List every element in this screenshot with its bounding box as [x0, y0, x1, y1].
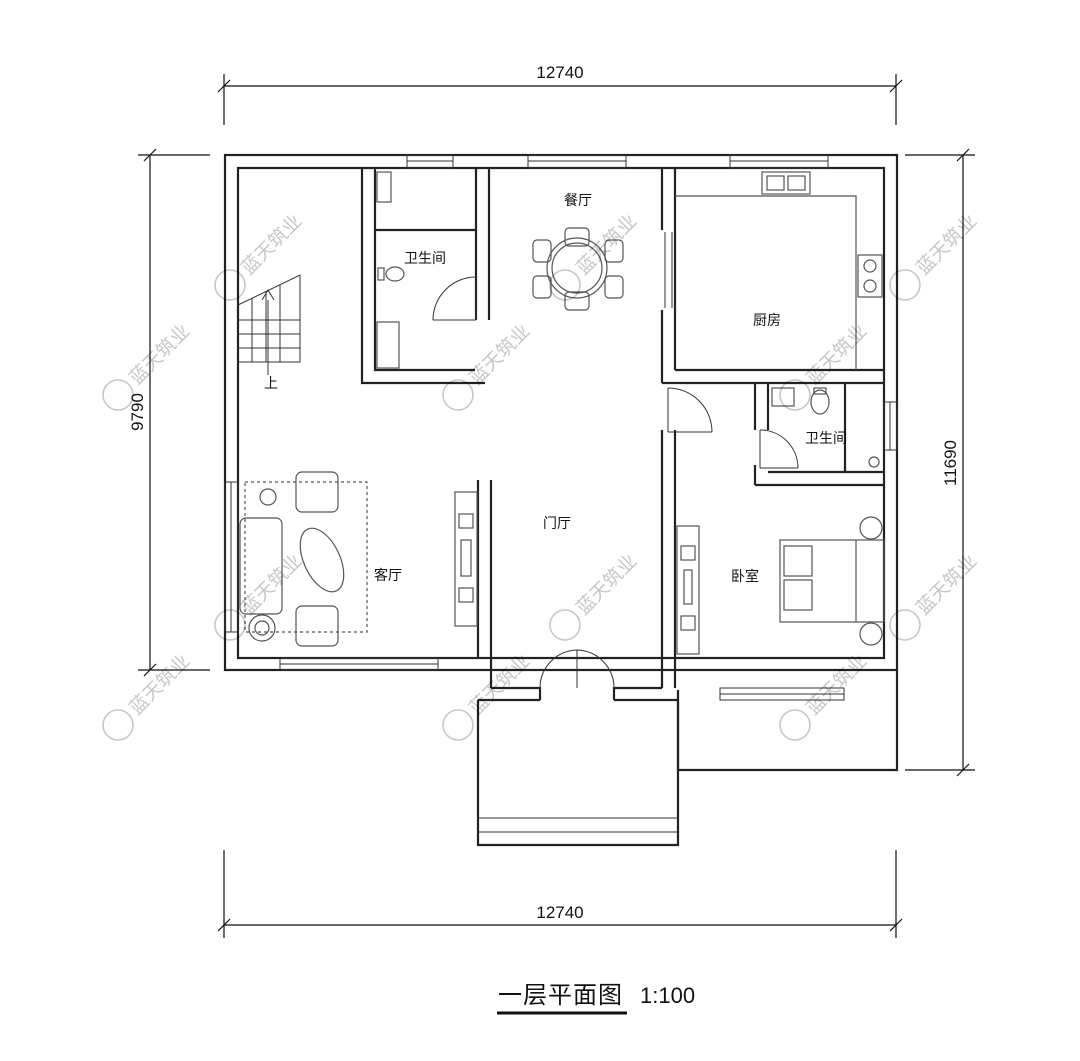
watermark-stamp: 蓝天筑业 — [214, 550, 306, 641]
bedroom-furniture — [676, 516, 885, 655]
watermark-logo-icon — [214, 609, 246, 641]
watermark-text: 蓝天筑业 — [912, 210, 981, 279]
dimension-right: 11690 — [905, 148, 975, 777]
watermark-text: 蓝天筑业 — [465, 320, 534, 389]
plan-title: 一层平面图 — [498, 981, 623, 1009]
bottom-width-label: 12740 — [536, 903, 583, 922]
dining-table — [532, 227, 624, 311]
watermark-logo-icon — [549, 609, 581, 641]
watermark-stamp: 蓝天筑业 — [889, 210, 981, 301]
watermark-stamp: 蓝天筑业 — [102, 650, 194, 741]
watermark-text: 蓝天筑业 — [465, 650, 534, 719]
watermark-text: 蓝天筑业 — [237, 550, 306, 619]
watermark-text: 蓝天筑业 — [237, 210, 306, 279]
watermark-logo-icon — [549, 269, 581, 301]
right-depth-label: 11690 — [941, 440, 960, 486]
exterior-walls — [223, 153, 899, 772]
top-width-label: 12740 — [536, 63, 583, 82]
stair-up-label: 上 — [264, 376, 278, 392]
watermark-stamp: 蓝天筑业 — [442, 320, 534, 411]
watermark-text: 蓝天筑业 — [125, 320, 194, 389]
bathroom-2-fixtures — [771, 387, 880, 468]
watermark-logo-icon — [889, 269, 921, 301]
tv-cabinet — [454, 491, 478, 627]
watermark-logo-icon — [214, 269, 246, 301]
watermark-stamp: 蓝天筑业 — [779, 650, 871, 741]
plan-scale: 1:100 — [640, 983, 695, 1008]
room-labels: 餐厅 卫生间 厨房 客厅 门厅 卫生间 卧室 — [374, 193, 847, 585]
dimension-left: 9790 — [128, 148, 210, 677]
staircase: 上 — [237, 274, 301, 392]
watermark-stamp: 蓝天筑业 — [214, 210, 306, 301]
bathroom-1-label: 卫生间 — [404, 251, 446, 267]
bathroom-2-label: 卫生间 — [805, 431, 847, 447]
watermark-text: 蓝天筑业 — [802, 650, 871, 719]
watermark-text: 蓝天筑业 — [125, 650, 194, 719]
living-room-label: 客厅 — [374, 567, 402, 584]
watermark-stamp: 蓝天筑业 — [442, 650, 534, 741]
watermark-logo-icon — [102, 379, 134, 411]
drawing-title: 一层平面图 1:100 — [497, 981, 695, 1015]
watermark-stamp: 蓝天筑业 — [889, 550, 981, 641]
watermark-stamp: 蓝天筑业 — [549, 550, 641, 641]
watermark-stamp: 蓝天筑业 — [779, 320, 871, 411]
watermark-logo-icon — [442, 379, 474, 411]
watermark-group: 蓝天筑业蓝天筑业蓝天筑业蓝天筑业蓝天筑业蓝天筑业蓝天筑业蓝天筑业蓝天筑业蓝天筑业… — [102, 210, 981, 741]
bedroom-label: 卧室 — [731, 568, 759, 585]
windows — [224, 154, 898, 701]
dimension-bottom: 12740 — [217, 850, 903, 938]
front-porch — [476, 700, 680, 847]
watermark-text: 蓝天筑业 — [912, 550, 981, 619]
watermark-text: 蓝天筑业 — [802, 320, 871, 389]
bathroom-1-fixtures — [376, 171, 405, 369]
kitchen-label: 厨房 — [753, 313, 781, 329]
watermark-logo-icon — [779, 379, 811, 411]
doors — [432, 232, 799, 689]
entrance-hall-label: 门厅 — [543, 516, 571, 532]
watermark-logo-icon — [442, 709, 474, 741]
left-depth-label: 9790 — [128, 393, 147, 431]
watermark-logo-icon — [889, 609, 921, 641]
watermark-logo-icon — [779, 709, 811, 741]
watermark-text: 蓝天筑业 — [572, 550, 641, 619]
living-room-sofa-set — [239, 471, 368, 647]
dining-room-label: 餐厅 — [564, 193, 592, 209]
dimension-top: 12740 — [217, 63, 903, 125]
kitchen-counter — [675, 171, 883, 370]
watermark-logo-icon — [102, 709, 134, 741]
